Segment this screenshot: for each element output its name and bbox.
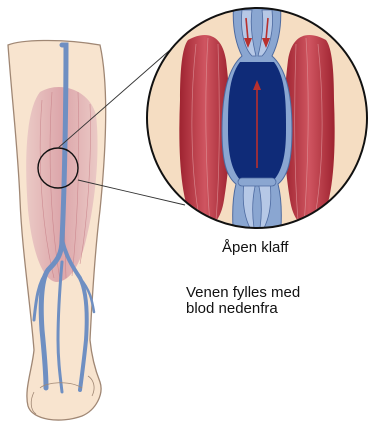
open-valve-diagram bbox=[140, 0, 374, 240]
description-line-2: blod nedenfra bbox=[186, 301, 366, 317]
description-label: Venen fylles med blod nedenfra bbox=[186, 285, 366, 317]
leg-illustration bbox=[8, 40, 106, 420]
valve-state-label: Åpen klaff bbox=[0, 239, 374, 256]
description-line-1: Venen fylles med bbox=[186, 285, 366, 301]
